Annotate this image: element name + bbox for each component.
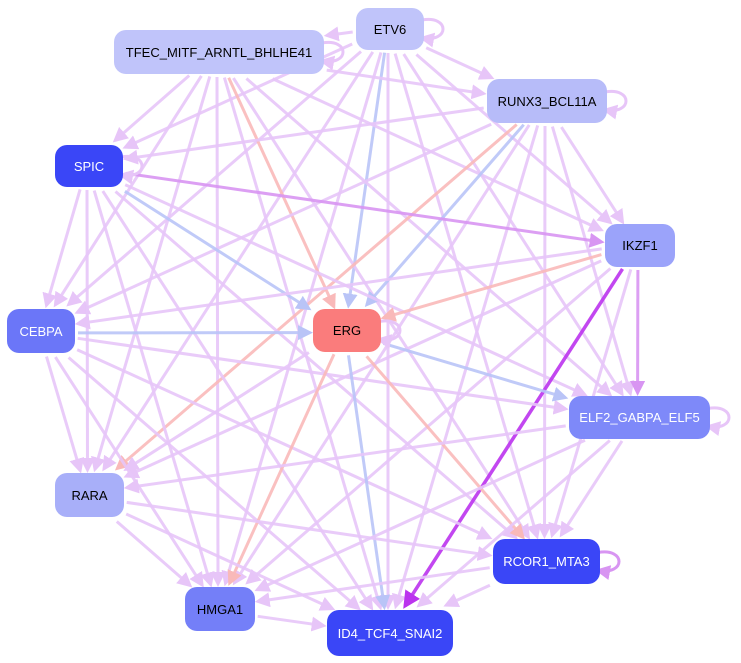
node-label: ERG [332,323,362,338]
edge-tfec-erg [227,77,336,310]
node-rara[interactable]: RARA [55,473,124,517]
edge-tfec-runx3 [326,68,487,100]
edge-spic-hmga1 [92,190,215,588]
edge-tfec-spic [112,74,191,143]
edge-ikzf1-cebpa [74,247,602,330]
edge-ikzf1-rara [123,259,602,479]
node-spic[interactable]: SPIC [55,145,123,187]
edge-rara-id4 [125,512,336,611]
edge-erg-elf2 [382,341,569,402]
node-label: SPIC [73,158,105,174]
edge-elf2-rcor1 [559,440,624,538]
edge-spic-rcor1 [114,190,518,540]
edge-etv6-rara [102,51,375,472]
node-label: ELF2_GABPA_ELF5 [579,410,700,425]
node-id4-tcf4-snai2[interactable]: ID4_TCF4_SNAI2 [327,610,453,656]
self-loop-spic [118,154,144,185]
edge-cebpa-elf2 [77,336,569,415]
edge-erg-id4 [347,355,391,611]
node-runx3-bcl11a[interactable]: RUNX3_BCL11A [487,79,607,123]
node-tfec-mitf-arntl-bhlhe41[interactable]: TFEC_MITF_ARNTL_BHLHE41 [114,30,324,74]
edge-tfec-id4 [222,77,385,611]
edge-etv6-elf2 [402,53,624,397]
edge-runx3-ikzf1 [560,126,625,225]
edge-spic-cebpa [42,188,82,309]
self-loop-rcor1 [595,550,621,580]
node-label: RARA [71,487,108,503]
edge-ikzf1-erg [380,253,602,322]
node-label: ID4_TCF4_SNAI2 [337,625,443,641]
edge-elf2-hmga1 [254,438,586,592]
edge-hmga1-id4 [257,614,327,632]
node-label: IKZF1 [622,238,658,253]
edge-cebpa-hmga1 [54,356,204,588]
edge-runx3-spic [122,106,484,165]
edge-runx3-elf2 [550,126,635,397]
self-loop-etv6 [419,17,445,48]
node-label: CEBPA [19,323,63,339]
edge-runx3-cebpa [74,122,492,315]
edge-erg-rara [123,351,310,472]
edge-tfec-cebpa [53,75,203,308]
self-loop-runx3 [602,89,628,120]
node-ikzf1[interactable]: IKZF1 [605,224,675,267]
edge-runx3-id4 [392,124,540,610]
edge-etv6-hmga1 [221,51,383,587]
edge-rara-hmga1 [115,520,193,588]
edge-erg-hmga1 [227,353,336,586]
edge-etv6-tfec [323,26,353,42]
edge-erg-rcor1 [365,355,525,540]
edge-etv6-runx3 [425,46,495,80]
node-etv6[interactable]: ETV6 [356,8,424,50]
edge-runx3-hmga1 [232,124,531,586]
node-rcor1-mta3[interactable]: RCOR1_MTA3 [493,539,600,584]
edge-group [42,17,731,632]
edge-spic-ikzf1 [125,171,605,248]
node-label: HMGA1 [196,601,244,617]
edge-spic-rara [79,189,95,473]
edge-runx3-rcor1 [537,125,553,539]
node-label: RCOR1_MTA3 [503,554,590,569]
self-loop-tfec [319,40,345,71]
node-erg[interactable]: ERG [313,309,381,352]
edge-runx3-erg [364,123,525,307]
edge-runx3-rara [114,123,518,471]
edge-rcor1-hmga1 [254,566,490,608]
self-loop-erg [376,319,402,349]
edge-tfec-hmga1 [210,76,226,587]
node-elf2-gabpa-elf5[interactable]: ELF2_GABPA_ELF5 [569,396,710,439]
edge-cebpa-rara [45,356,84,474]
node-label: TFEC_MITF_ARNTL_BHLHE41 [125,44,313,60]
edge-spic-elf2 [124,183,588,397]
self-loop-elf2 [705,406,731,436]
edge-elf2-rara [123,424,566,494]
node-hmga1[interactable]: HMGA1 [185,587,255,631]
edge-rara-rcor1 [126,500,493,561]
edge-etv6-cebpa [66,50,362,307]
edge-tfec-rara [91,75,212,473]
node-label: RUNX3_BCL11A [497,93,597,109]
edge-spic-erg [124,190,312,311]
node-label: ETV6 [373,21,407,37]
node-cebpa[interactable]: CEBPA [7,309,75,353]
edge-rcor1-id4 [443,583,491,608]
edge-tfec-ikzf1 [271,77,604,232]
edge-cebpa-rcor1 [76,348,493,540]
edge-elf2-id4 [416,439,611,608]
